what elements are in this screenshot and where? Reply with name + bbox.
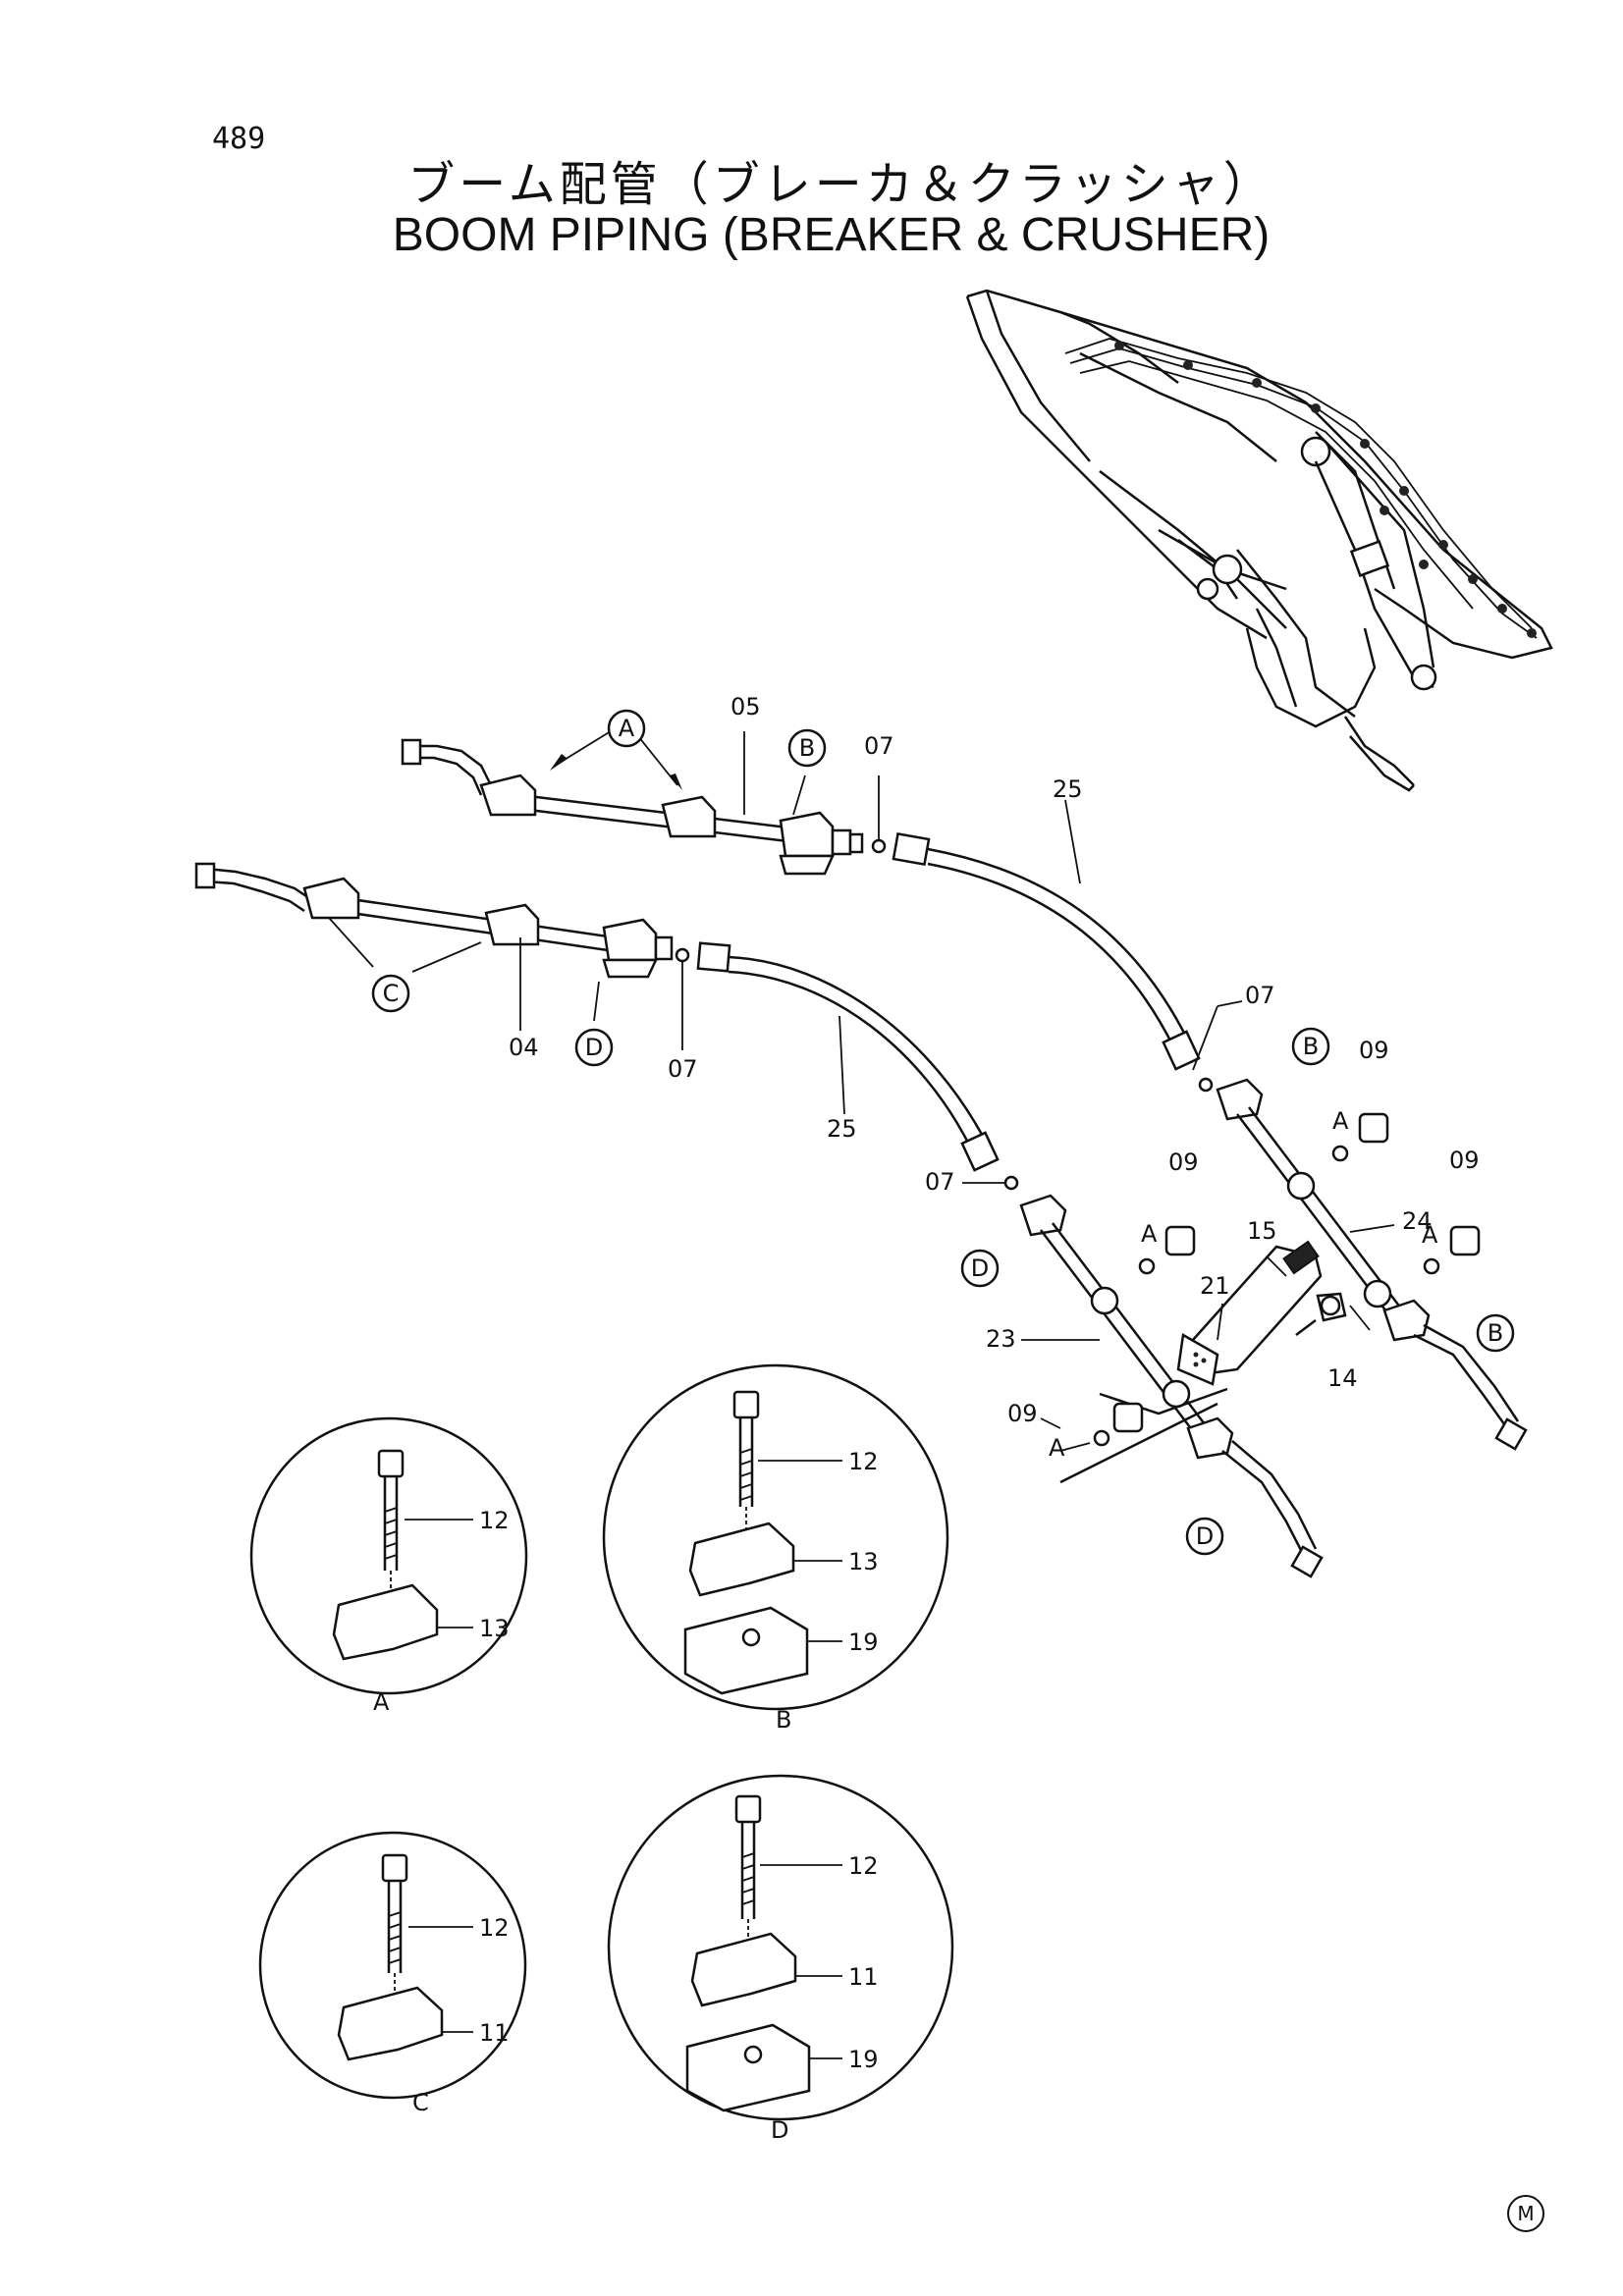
detail-D: 12 11 19 D [607,1774,954,2144]
page-number: 489 [212,122,266,156]
callout-D-main-1: D [574,1028,614,1067]
label-A-b: A [1422,1221,1438,1249]
label-05: 05 [730,693,761,721]
detail-B-letter: B [776,1706,791,1734]
label-04: 04 [509,1034,539,1061]
callout-D-main-3: D [1185,1517,1224,1556]
svg-text:B: B [799,734,815,762]
label-15: 15 [1247,1217,1277,1245]
svg-text:D: D [1196,1522,1214,1550]
callout-B-main-1: B [787,728,827,768]
title-english: BOOM PIPING (BREAKER & CRUSHER) [392,209,1271,261]
label-09-a: 09 [1359,1037,1389,1064]
bracket-15-21 [1059,1240,1347,1484]
pipe-05-assembly [401,738,887,876]
title-japanese: ブーム配管（ブレーカ＆クラッシャ） [407,157,1274,212]
callout-C-main: C [371,974,410,1013]
bolt-09-set [1093,1112,1481,1447]
label-21: 21 [1200,1272,1230,1300]
label-24: 24 [1402,1207,1433,1235]
label-14: 14 [1327,1364,1358,1392]
svg-text:C: C [383,980,400,1007]
callout-A-main: A [607,709,646,748]
detail-D-label-11: 11 [848,1963,879,1991]
pipe-24-assembly [1216,1078,1528,1451]
detail-C: 12 11 C [258,1831,527,2116]
label-09-d: 09 [1007,1400,1038,1427]
manufacturer-mark: M [1507,2195,1544,2232]
pipe-23-assembly [1019,1194,1324,1578]
label-09-b: 09 [1449,1147,1480,1174]
svg-text:A: A [619,715,635,742]
svg-text:D: D [971,1255,989,1282]
callout-B-main-2: B [1291,1027,1330,1066]
callout-D-main-2: D [960,1249,1000,1288]
label-A-a: A [1332,1107,1349,1135]
detail-A-letter: A [373,1688,390,1716]
detail-B-label-12: 12 [848,1448,879,1475]
detail-B: 12 13 19 B [602,1363,949,1734]
label-25-a: 25 [1053,775,1083,803]
label-07-b: 07 [668,1055,698,1083]
detail-A-label-12: 12 [479,1507,510,1534]
detail-D-letter: D [771,2116,788,2144]
hose-25-lower [696,941,1019,1191]
label-07-d: 07 [925,1168,955,1196]
detail-B-label-19: 19 [848,1629,879,1656]
label-07-c: 07 [1245,982,1275,1009]
label-A-d: A [1049,1434,1065,1462]
svg-text:B: B [1303,1033,1319,1060]
detail-B-label-13: 13 [848,1548,879,1575]
boom-overview-illustration [965,289,1553,792]
label-A-c: A [1141,1220,1158,1248]
svg-text:B: B [1488,1319,1503,1347]
svg-text:D: D [585,1034,603,1061]
label-23: 23 [986,1325,1016,1353]
detail-C-label-11: 11 [479,2019,510,2047]
pipe-04-assembly [194,862,690,979]
label-09-c: 09 [1168,1148,1199,1176]
callout-B-main-3: B [1476,1313,1515,1353]
detail-A: 12 13 A [249,1416,528,1716]
detail-C-label-12: 12 [479,1914,510,1942]
detail-D-label-19: 19 [848,2046,879,2073]
detail-D-label-12: 12 [848,1852,879,1880]
detail-C-letter: C [412,2089,429,2116]
label-07-a: 07 [864,732,894,760]
detail-A-label-13: 13 [479,1615,510,1642]
label-25-b: 25 [827,1115,857,1143]
hose-25-upper [892,831,1214,1093]
leader-lines [328,725,1395,1452]
